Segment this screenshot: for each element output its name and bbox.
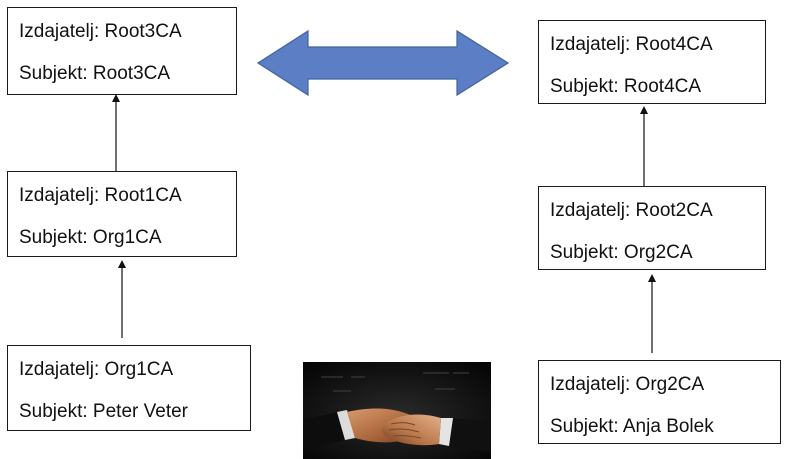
cert-root3ca-issuer: Izdajatelj: Root3CA xyxy=(19,21,182,42)
cert-anja-bolek: Izdajatelj: Org2CA Subjekt: Anja Bolek xyxy=(538,360,781,444)
cert-anja-issuer: Izdajatelj: Org2CA xyxy=(550,374,705,395)
cert-root4ca-subject: Subjekt: Root4CA xyxy=(550,76,702,97)
cert-root3ca-subject: Subjekt: Root3CA xyxy=(19,63,171,84)
cert-org1ca: Izdajatelj: Root1CA Subjekt: Org1CA xyxy=(7,171,237,257)
handshake-photo xyxy=(303,362,491,459)
cert-root4ca: Izdajatelj: Root4CA Subjekt: Root4CA xyxy=(538,20,766,104)
cert-org2ca-subject: Subjekt: Org2CA xyxy=(550,242,693,263)
cert-org1ca-issuer: Izdajatelj: Root1CA xyxy=(19,185,182,206)
cert-peter-subject: Subjekt: Peter Veter xyxy=(19,401,188,422)
cert-anja-subject: Subjekt: Anja Bolek xyxy=(550,416,714,437)
double-arrow-icon xyxy=(256,29,510,97)
cert-org1ca-subject: Subjekt: Org1CA xyxy=(19,227,162,248)
cert-root4ca-issuer: Izdajatelj: Root4CA xyxy=(550,34,713,55)
cert-peter-veter: Izdajatelj: Org1CA Subjekt: Peter Veter xyxy=(7,345,251,431)
cert-peter-issuer: Izdajatelj: Org1CA xyxy=(19,359,174,380)
cert-root3ca: Izdajatelj: Root3CA Subjekt: Root3CA xyxy=(7,7,237,95)
cert-org2ca-issuer: Izdajatelj: Root2CA xyxy=(550,200,713,221)
cert-org2ca: Izdajatelj: Root2CA Subjekt: Org2CA xyxy=(538,186,766,270)
